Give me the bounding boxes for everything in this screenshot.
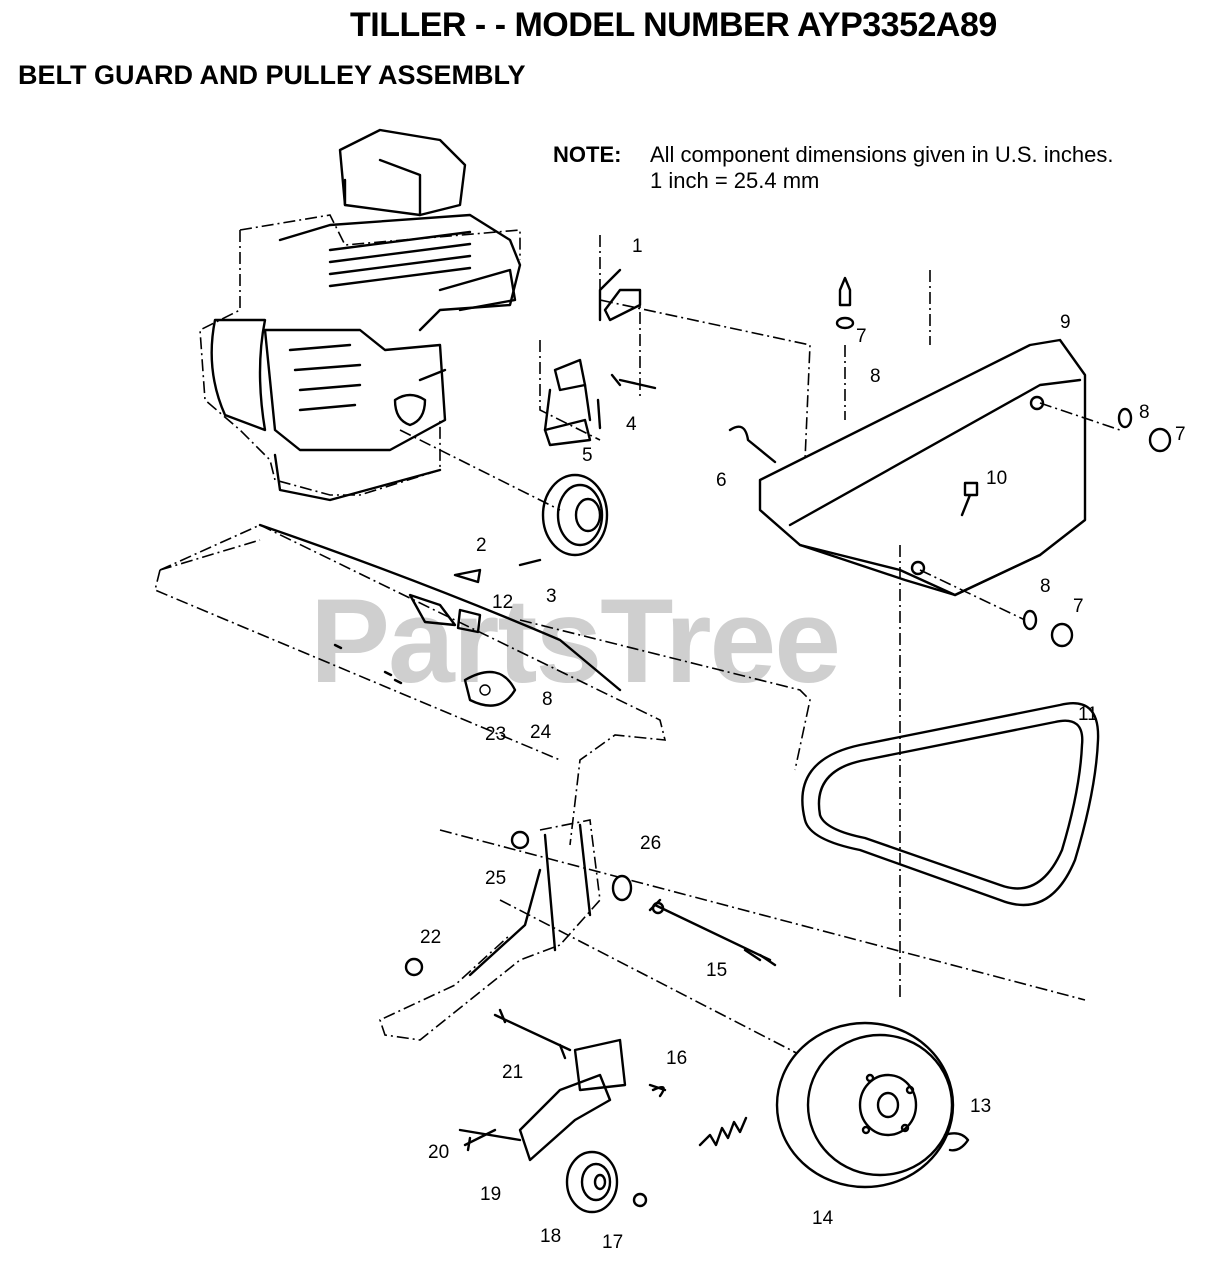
callout-23: 23 [485, 724, 506, 745]
pivot-pin [493, 1008, 572, 1060]
callout-15: 15 [706, 960, 727, 981]
hardware-washers [404, 830, 633, 977]
note-label: NOTE: [553, 142, 622, 167]
idler-arm [458, 1038, 748, 1162]
callout-14: 14 [812, 1208, 834, 1229]
callout-8-lower: 8 [1040, 576, 1051, 597]
callout-9: 9 [1060, 312, 1071, 333]
callout-21: 21 [502, 1062, 523, 1083]
callout-7-lower: 7 [1073, 596, 1084, 617]
callout-11: 11 [1078, 704, 1098, 725]
callout-20: 20 [428, 1142, 449, 1163]
callout-7-top: 7 [856, 326, 867, 347]
tine-shield-frame [154, 523, 667, 846]
watermark: PartsTree [310, 574, 841, 708]
belt-guard-bracket [539, 235, 811, 461]
callout-8-top: 8 [870, 366, 881, 387]
callout-1: 1 [632, 236, 643, 257]
note-line-1: All component dimensions given in U.S. i… [650, 142, 1114, 167]
part-callouts: 1 2 3 4 5 6 7 8 9 8 7 10 8 7 12 8 23 24 … [420, 236, 1186, 1253]
small-hardware [453, 276, 1172, 1152]
callout-7-right: 7 [1175, 424, 1186, 445]
callout-24: 24 [530, 722, 552, 743]
callout-3: 3 [546, 586, 557, 607]
belt-guard [758, 270, 1087, 1000]
callout-12: 12 [492, 592, 513, 613]
idler-pulley [565, 1150, 648, 1214]
callout-22: 22 [420, 927, 441, 948]
engine-pulley [399, 429, 609, 557]
callout-6: 6 [716, 470, 727, 491]
callout-26: 26 [640, 833, 661, 854]
callout-8-right: 8 [1139, 402, 1150, 423]
callout-16: 16 [666, 1048, 687, 1069]
callout-25: 25 [485, 868, 506, 889]
engine [199, 128, 522, 502]
callout-5: 5 [582, 445, 593, 466]
callout-13: 13 [970, 1096, 991, 1117]
shaft [648, 898, 777, 967]
note-body: All component dimensions given in U.S. i… [650, 142, 1113, 194]
callout-10: 10 [986, 468, 1007, 489]
drive-belt [801, 702, 1100, 907]
callout-4: 4 [626, 414, 637, 435]
transmission-pulley [775, 1021, 970, 1189]
diagram-title: TILLER - - MODEL NUMBER AYP3352A89 [350, 6, 997, 44]
callout-17: 17 [602, 1232, 623, 1253]
dimension-note: NOTE: All component dimensions given in U… [553, 142, 1113, 194]
callout-18: 18 [540, 1226, 561, 1247]
callout-19: 19 [480, 1184, 501, 1205]
callout-8-shield: 8 [542, 689, 553, 710]
diagram-subtitle: BELT GUARD AND PULLEY ASSEMBLY [18, 60, 526, 90]
note-line-2: 1 inch = 25.4 mm [650, 168, 820, 193]
idler-bracket [379, 819, 601, 1041]
callout-2: 2 [476, 535, 487, 556]
